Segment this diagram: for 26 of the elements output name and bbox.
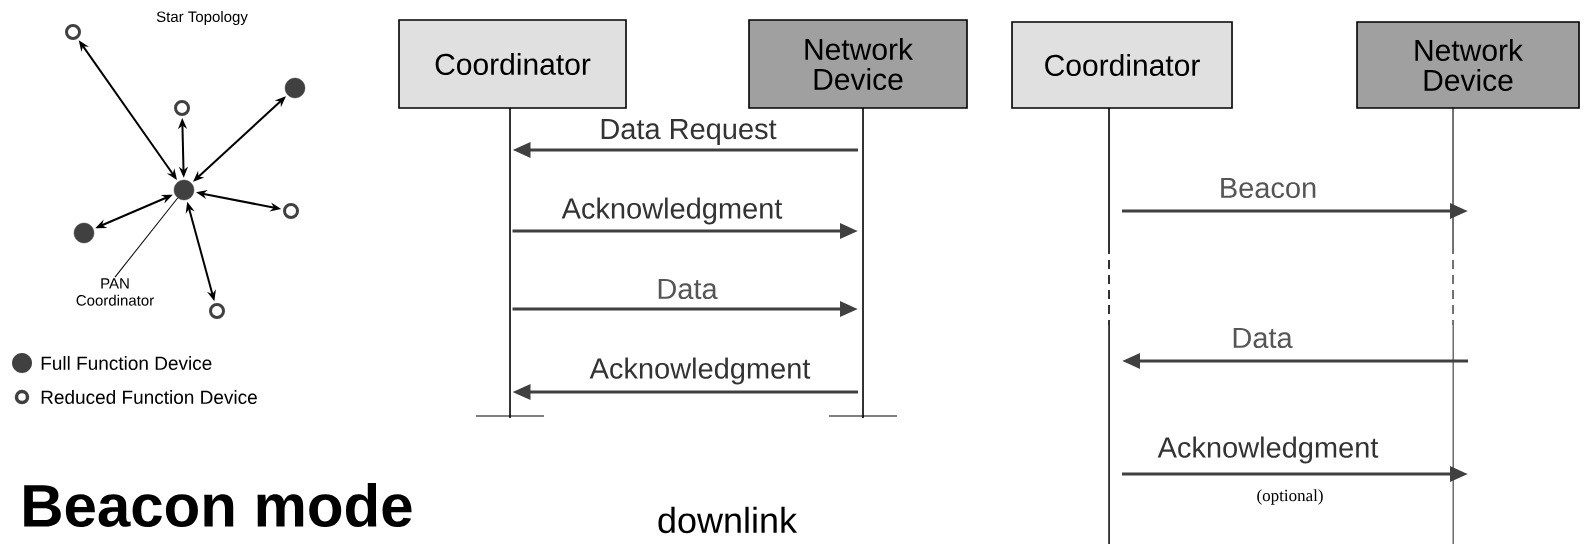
device-node [209,303,225,319]
message-label: Data [1233,327,1293,349]
node-label: PAN Coordinator [76,278,154,306]
lifeline-box: Coordinator [398,19,627,109]
label-text: Star Topology [156,11,248,25]
lifeline-box: Coordinator [1011,21,1233,109]
message-label: Beacon [1221,177,1316,199]
device-node [284,77,306,99]
device-node [173,179,195,201]
legend-label: Full Function Device [41,356,212,370]
message-label: Acknowledgment [589,357,811,385]
device-node [73,222,95,244]
message-label: Data Request [601,119,777,145]
title: Beacon mode [24,483,412,528]
message-label: Acknowledgment [561,197,783,225]
device-node [283,203,299,219]
device-node [174,100,190,116]
device-node [65,24,81,40]
label-text: downlink [658,506,798,534]
leader-line [114,197,179,278]
lifeline-box: Network Device [748,19,968,109]
edge-note: (optional) [1257,489,1323,505]
message-label: Acknowledgment [1157,436,1379,464]
lifeline-box: Network Device [1356,21,1580,109]
legend-label: Reduced Function Device [41,390,257,404]
message-label: Data [658,278,718,300]
